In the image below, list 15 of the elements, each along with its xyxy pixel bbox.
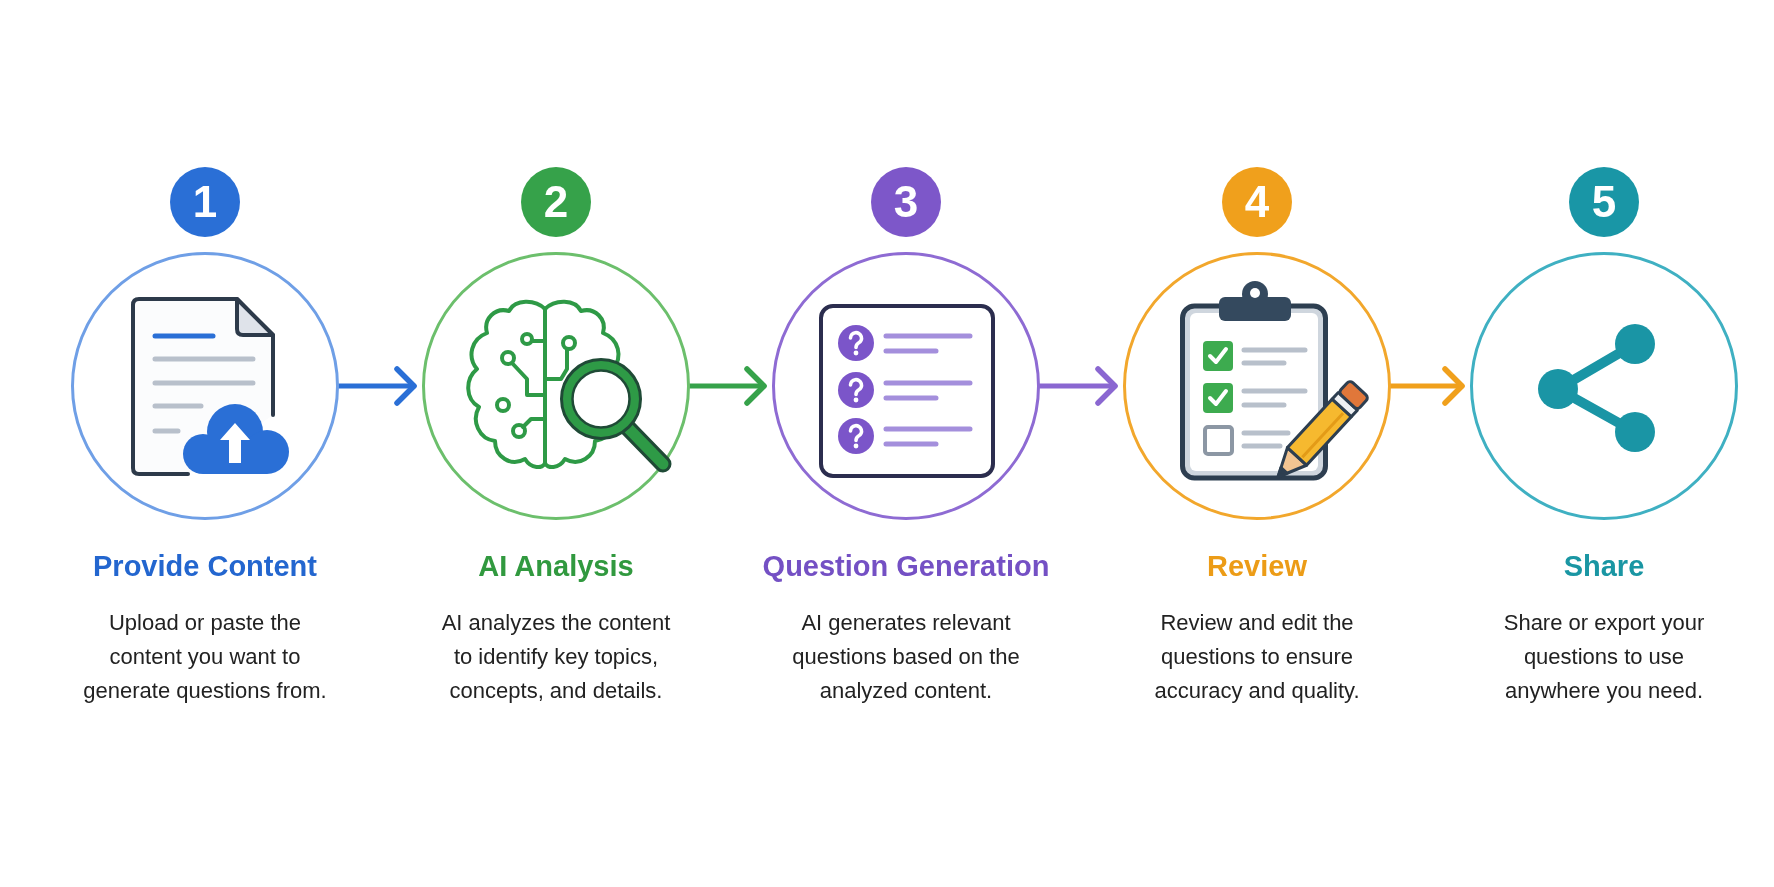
- step-number-badge: 1: [170, 167, 240, 237]
- step-description: Upload or paste the content you want to generate questions from.: [82, 609, 328, 705]
- step-number-badge: 4: [1222, 167, 1292, 237]
- step-description: Share or export your questions to use anywhere you need.: [1502, 609, 1706, 705]
- step-title: Share: [1562, 549, 1646, 584]
- step-title: Question Generation: [761, 549, 1051, 584]
- step-title: Provide Content: [92, 549, 318, 584]
- step-description: AI generates relevant questions based on the analyzed content.: [791, 609, 1021, 705]
- step-title: AI Analysis: [477, 549, 635, 584]
- step-description: AI analyzes the content to identify key topics, concepts, and details.: [440, 609, 672, 705]
- step-description: Review and edit the questions to ensure accuracy and quality.: [1153, 609, 1361, 705]
- step-title: Review: [1206, 549, 1308, 584]
- step-number-badge: 5: [1569, 167, 1639, 237]
- step-number-badge: 2: [521, 167, 591, 237]
- step-number-badge: 3: [871, 167, 941, 237]
